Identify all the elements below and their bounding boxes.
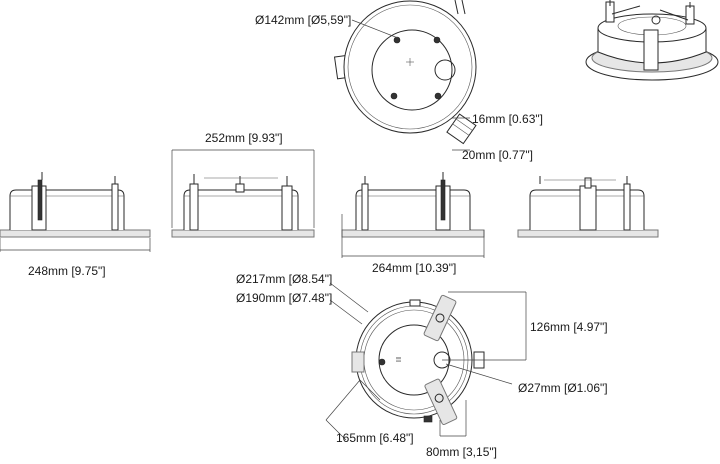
side-view-1 bbox=[0, 172, 151, 252]
clamp-span-label: 126mm [4.97"] bbox=[530, 320, 608, 334]
side-view-2 bbox=[171, 149, 315, 238]
side-view-3 bbox=[341, 172, 485, 258]
side-view-4 bbox=[517, 176, 659, 238]
hole-diameter-label: Ø27mm [Ø1.06"] bbox=[518, 381, 608, 395]
top-diameter-leader bbox=[351, 19, 399, 39]
top-view-housing bbox=[333, 0, 477, 145]
bottom-dimension-lines bbox=[325, 282, 527, 441]
width-252-label: 252mm [9.93"] bbox=[205, 131, 283, 145]
conduit-20-label: 20mm [0.77"] bbox=[462, 148, 533, 162]
cutout-diameter-label: Ø190mm [Ø7.48"] bbox=[236, 291, 332, 305]
width-264-label: 264mm [10.39"] bbox=[372, 261, 456, 275]
conduit-leaders bbox=[452, 117, 470, 151]
offset-80-label: 80mm [3,15"] bbox=[426, 445, 497, 459]
conduit-16-label: 16mm [0.63"] bbox=[472, 112, 543, 126]
outer-diameter-label: Ø217mm [Ø8.54"] bbox=[236, 272, 332, 286]
top-diameter-label: Ø142mm [Ø5,59"] bbox=[255, 13, 351, 27]
isometric-view bbox=[585, 0, 719, 81]
svg-text:||||: |||| bbox=[396, 357, 402, 362]
width-248-label: 248mm [9.75"] bbox=[28, 264, 106, 278]
depth-165-label: 165mm [6.48"] bbox=[336, 431, 414, 445]
